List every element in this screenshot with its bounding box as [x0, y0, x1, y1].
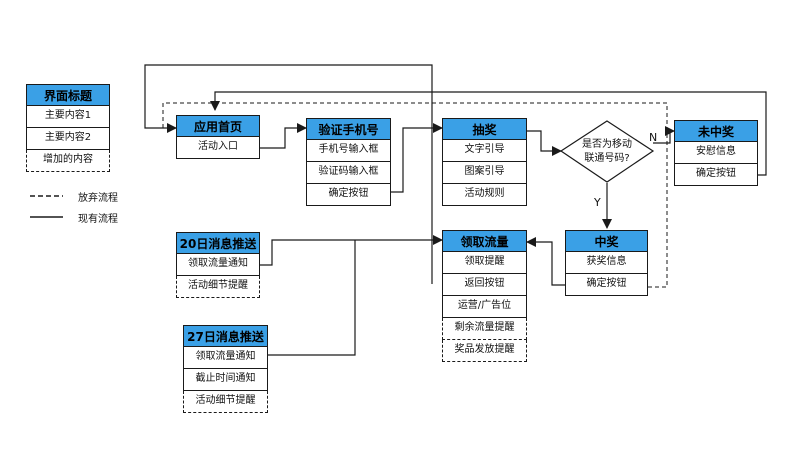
decision-diamond	[559, 120, 655, 183]
node-win-row: 获奖信息	[565, 252, 648, 274]
node-win: 中奖 获奖信息 确定按钮	[565, 230, 648, 296]
node-push20: 20日消息推送 领取流量通知 活动细节提醒	[176, 232, 260, 298]
connector-lose-to-home	[210, 91, 767, 176]
connector-decision-to-lose	[653, 126, 675, 144]
node-claim-row: 返回按钮	[442, 274, 527, 296]
legend-box-row: 主要内容2	[26, 128, 110, 150]
node-claim-added: 奖品发放提醒	[442, 340, 527, 362]
node-verify-row: 确定按钮	[306, 184, 391, 206]
legend-dashed-label: 放弃流程	[78, 193, 118, 204]
connector-claim-to-home	[144, 64, 433, 284]
node-push27-row: 截止时间通知	[183, 369, 268, 391]
node-claim-row: 领取提醒	[442, 252, 527, 274]
decision-yes-label: Y	[594, 196, 601, 209]
node-claim-row: 运营/广告位	[442, 296, 527, 318]
node-push27-added: 活动细节提醒	[183, 391, 268, 413]
legend-box-added: 增加的内容	[26, 150, 110, 172]
legend-box-title: 界面标题	[26, 84, 110, 106]
connector-home-to-verify	[260, 123, 307, 149]
legend-box-row: 主要内容1	[26, 106, 110, 128]
node-push20-title: 20日消息推送	[176, 232, 260, 254]
node-claim-added: 剩余流量提醒	[442, 318, 527, 340]
node-lottery: 抽奖 文字引导 图案引导 活动规则	[442, 118, 527, 206]
node-claim: 领取流量 领取提醒 返回按钮 运营/广告位 剩余流量提醒 奖品发放提醒	[442, 230, 527, 362]
node-lottery-row: 图案引导	[442, 162, 527, 184]
node-claim-title: 领取流量	[442, 230, 527, 252]
node-push27: 27日消息推送 领取流量通知 截止时间通知 活动细节提醒	[183, 325, 268, 413]
decision-line-2: 联通号码?	[584, 153, 630, 164]
node-lottery-row: 文字引导	[442, 140, 527, 162]
connector-verify-to-lottery	[391, 123, 443, 193]
connector-lottery-to-decision	[527, 130, 562, 156]
node-lose: 未中奖 安慰信息 确定按钮	[674, 120, 758, 186]
node-push27-row: 领取流量通知	[183, 347, 268, 369]
node-lottery-row: 活动规则	[442, 184, 527, 206]
abandoned-loop	[162, 102, 668, 288]
decision-no-label: N	[649, 131, 658, 144]
connector-push27-to-claim	[268, 240, 356, 356]
legend-solid-label: 现有流程	[78, 214, 118, 225]
node-push27-title: 27日消息推送	[183, 325, 268, 347]
node-lose-title: 未中奖	[674, 120, 758, 142]
decision-line-1: 是否为移动	[582, 139, 632, 150]
node-lottery-title: 抽奖	[442, 118, 527, 140]
node-win-title: 中奖	[565, 230, 648, 252]
connector-win-to-claim	[526, 237, 565, 286]
connector-push20-to-claim	[260, 235, 443, 266]
node-push20-row: 领取流量通知	[176, 254, 260, 276]
node-home-title: 应用首页	[176, 115, 260, 137]
node-verify-row: 验证码输入框	[306, 162, 391, 184]
node-lose-row: 安慰信息	[674, 142, 758, 164]
decision-text: 是否为移动 联通号码?	[567, 138, 647, 166]
node-verify: 验证手机号 手机号输入框 验证码输入框 确定按钮	[306, 118, 391, 206]
node-verify-title: 验证手机号	[306, 118, 391, 140]
node-verify-row: 手机号输入框	[306, 140, 391, 162]
node-lose-row: 确定按钮	[674, 164, 758, 186]
node-win-row: 确定按钮	[565, 274, 648, 296]
legend-box: 界面标题 主要内容1 主要内容2 增加的内容	[26, 84, 110, 172]
node-push20-added: 活动细节提醒	[176, 276, 260, 298]
node-home-row: 活动入口	[176, 137, 260, 159]
node-home: 应用首页 活动入口	[176, 115, 260, 159]
